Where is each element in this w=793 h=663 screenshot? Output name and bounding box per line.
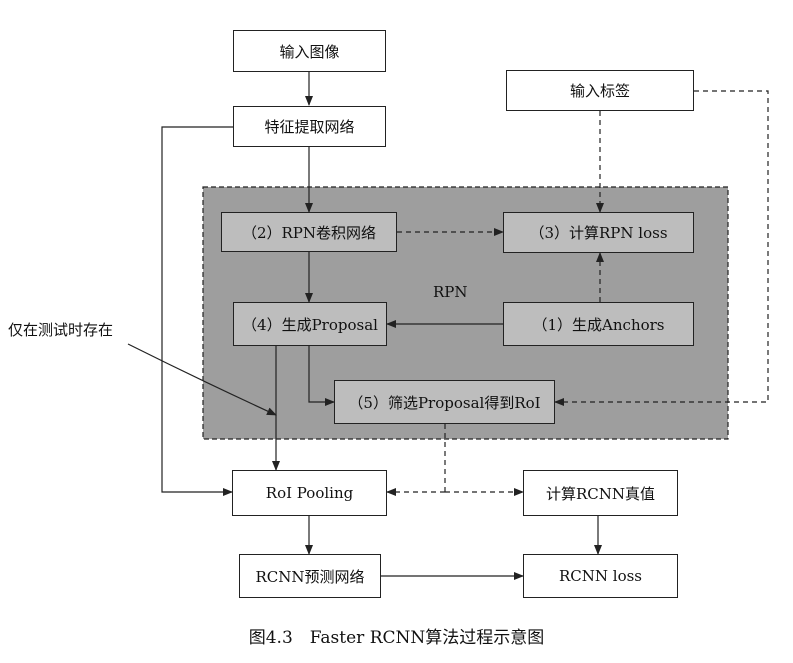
gen-anchors-node: （1）生成Anchors xyxy=(503,302,694,346)
figure-caption: 图4.3 Faster RCNN算法过程示意图 xyxy=(248,628,545,648)
input-image-node: 输入图像 xyxy=(233,30,386,72)
feature-net-node: 特征提取网络 xyxy=(233,106,386,147)
rpn-region-label: RPN xyxy=(433,283,468,301)
edge-feature-to-roipooling xyxy=(161,126,233,496)
rpn-loss-node: （3）计算RPN loss xyxy=(503,212,694,253)
rcnn-loss-node: RCNN loss xyxy=(523,554,678,598)
edge-proposal-to-filter xyxy=(308,346,335,406)
edge-test-only-pointer xyxy=(127,343,277,416)
roi-pooling-node: RoI Pooling xyxy=(232,470,387,516)
rcnn-pred-node: RCNN预测网络 xyxy=(239,554,381,598)
filter-proposal-node: （5）筛选Proposal得到RoI xyxy=(334,380,555,424)
edge-label-to-filter xyxy=(554,90,769,406)
rcnn-truth-node: 计算RCNN真值 xyxy=(523,470,678,516)
gen-proposal-node: （4）生成Proposal xyxy=(233,302,387,346)
input-label-node: 输入标签 xyxy=(506,70,694,111)
test-only-label: 仅在测试时存在 xyxy=(8,321,114,339)
rpn-conv-node: （2）RPN卷积网络 xyxy=(221,212,397,252)
